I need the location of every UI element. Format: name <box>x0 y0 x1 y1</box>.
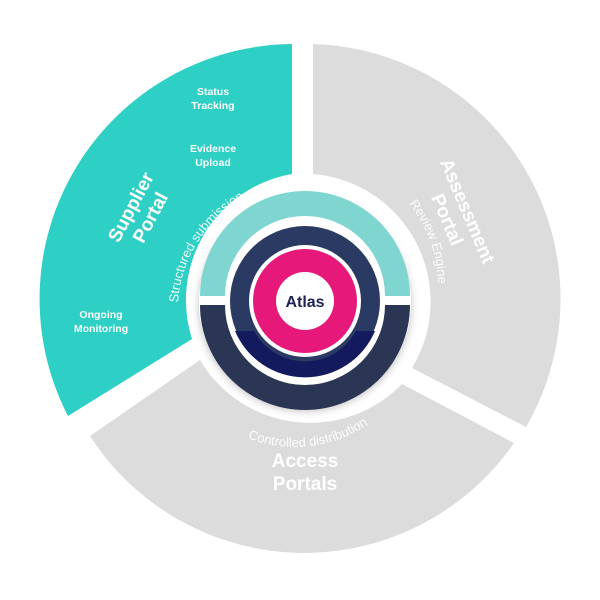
ongoing-monitoring-item: Ongoing Monitoring <box>74 309 128 335</box>
access-portals-segment <box>90 360 514 553</box>
evidence-upload-item: Evidence Upload <box>190 143 236 169</box>
svg-text:Status: Status <box>197 86 229 98</box>
hub-inner-circle <box>276 272 334 330</box>
svg-text:Upload: Upload <box>195 157 231 169</box>
svg-text:Tracking: Tracking <box>191 100 234 112</box>
status-tracking-item: Status Tracking <box>191 86 234 112</box>
hub-crescent <box>235 331 375 378</box>
center-label: Atlas <box>285 294 324 311</box>
supplier-portal-segment <box>39 44 293 416</box>
svg-text:Access: Access <box>272 451 339 472</box>
svg-text:Ongoing: Ongoing <box>79 309 122 321</box>
assessment-portal-segment <box>313 44 561 427</box>
svg-text:Evidence: Evidence <box>190 143 236 155</box>
hub-ring-top <box>200 191 410 296</box>
hub-ring-lower <box>200 305 410 410</box>
svg-text:Monitoring: Monitoring <box>74 323 128 335</box>
access-title: Access Portals <box>272 451 339 495</box>
svg-text:Portals: Portals <box>273 474 337 495</box>
